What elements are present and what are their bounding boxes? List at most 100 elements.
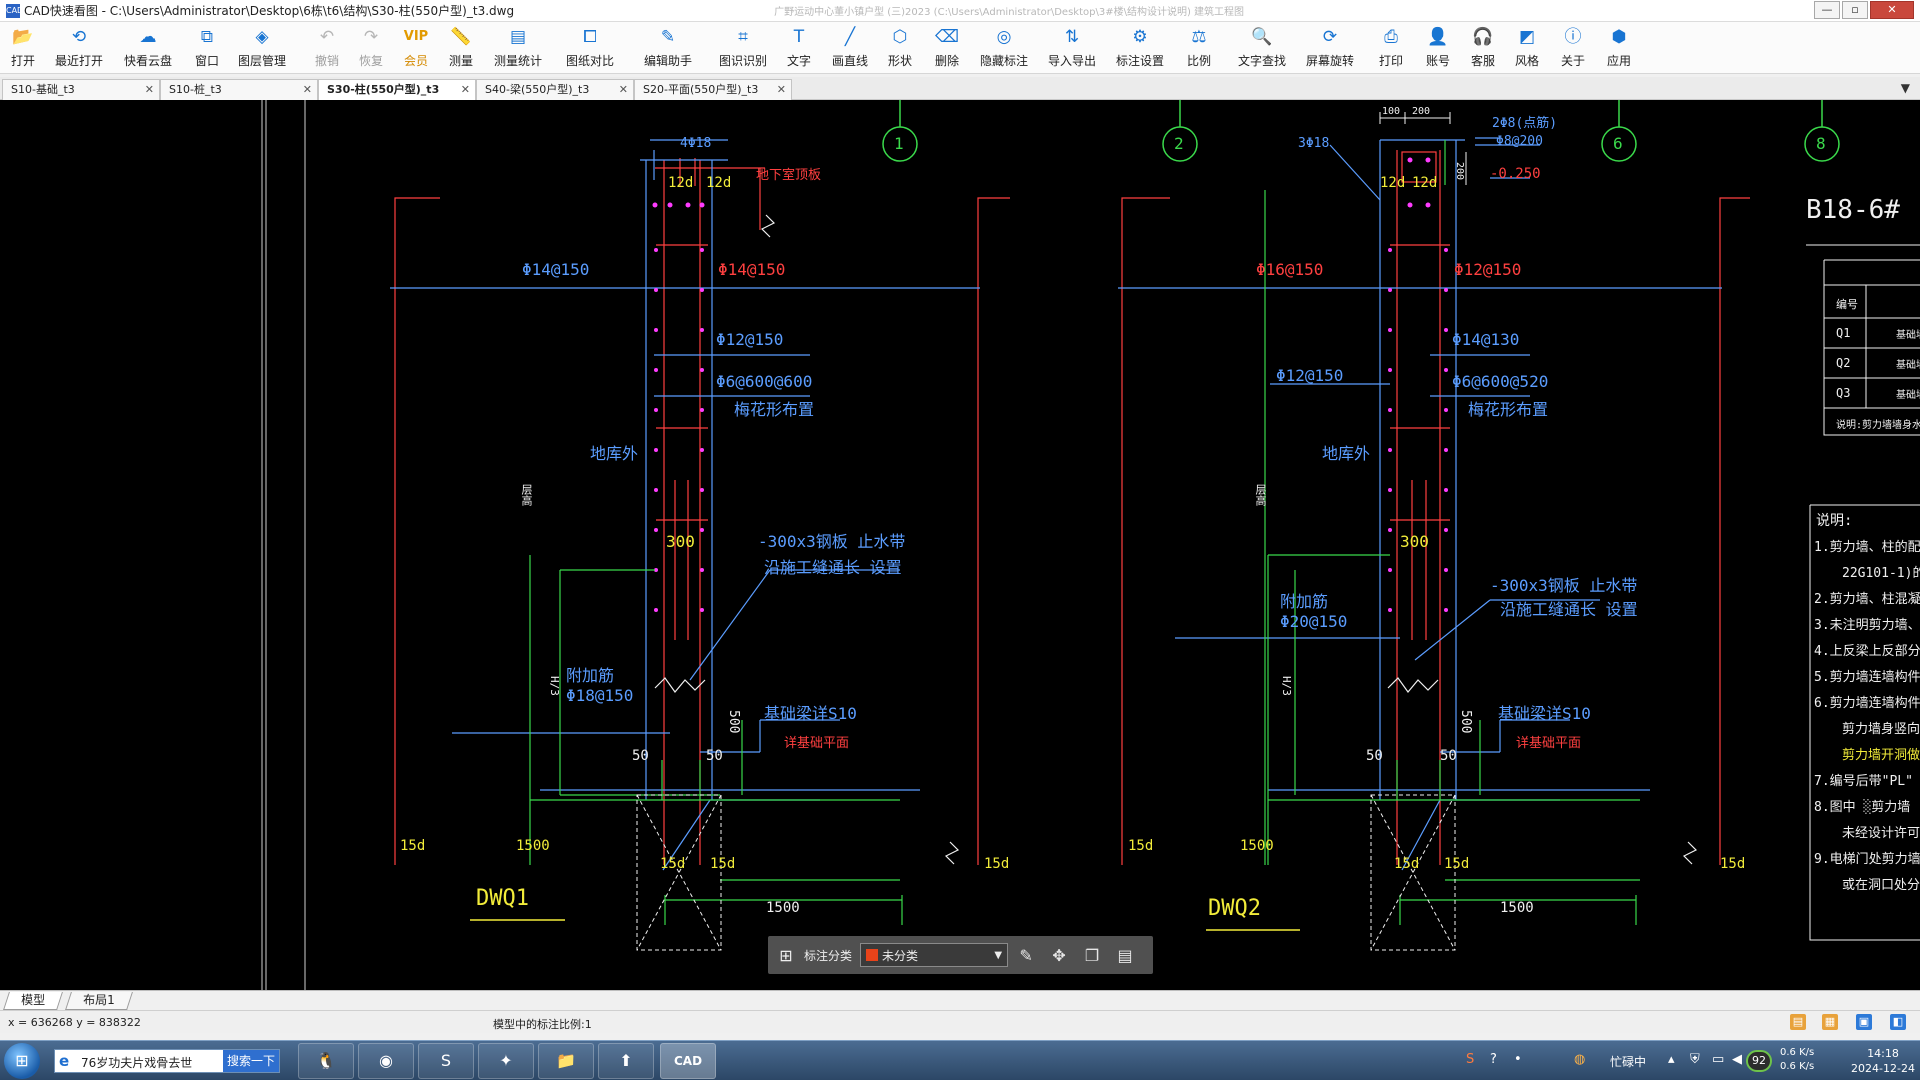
cad-app-icon[interactable]: CAD — [660, 1043, 716, 1079]
toolbar-label: 撤销 — [314, 54, 339, 68]
toolbar-label: 打印 — [1378, 54, 1403, 68]
toolbar-annotation-settings-button[interactable]: ⚙标注设置 — [1116, 26, 1164, 72]
document-tab[interactable]: S20-平面(550户型)_t3✕ — [634, 79, 792, 100]
toolbar-edit-assistant-button[interactable]: ✎编辑助手 — [644, 26, 692, 72]
toolbar-line-button[interactable]: ╱画直线 — [832, 26, 868, 72]
line-icon: ╱ — [844, 27, 856, 47]
dwq1-height-v: 层高 — [520, 484, 533, 506]
toolbar-window-button[interactable]: ⧉窗口 — [194, 26, 220, 72]
status-icon-c[interactable]: ▣ — [1856, 1014, 1872, 1030]
app-icon[interactable]: ✦ — [478, 1043, 534, 1079]
sheet-id: B18-6# — [1806, 195, 1900, 225]
toolbar-history-button[interactable]: ⟲最近打开 — [55, 26, 103, 72]
tray-expand-icon[interactable]: ▴ — [1668, 1052, 1675, 1067]
document-tab[interactable]: S10-桩_t3 ✕ — [160, 79, 318, 100]
toolbar-apps-button[interactable]: ⬢应用 — [1606, 26, 1632, 72]
dwq2-d50a: 50 — [1366, 748, 1383, 764]
status-tray-icon[interactable]: ◍ — [1574, 1052, 1586, 1067]
volume-icon[interactable]: ◀ — [1732, 1052, 1742, 1067]
search-query[interactable]: 76岁功夫片戏骨去世 — [81, 1056, 193, 1070]
toolbar-shape-button[interactable]: ⬡形状 — [887, 26, 913, 72]
toolbar-layers-button[interactable]: ◈图层管理 — [238, 26, 286, 72]
search-button[interactable]: 搜索一下 — [223, 1050, 279, 1072]
document-tab[interactable]: S30-柱(550户型)_t3✕ — [318, 79, 476, 100]
toolbar-scale-button[interactable]: ⚖比例 — [1186, 26, 1212, 72]
drawing-canvas[interactable]: 1 2 6 8 B18-6# 4Φ18 地下室顶板 12d 12d Φ14@15… — [0, 100, 1920, 990]
network-icon[interactable]: ▭ — [1712, 1052, 1725, 1067]
toolbar-rotate-screen-button[interactable]: ⟳屏幕旋转 — [1306, 26, 1354, 72]
toolbar-ruler-button[interactable]: 📏测量 — [448, 26, 474, 72]
tab-close-icon[interactable]: ✕ — [776, 83, 786, 96]
toolbar-undo-button[interactable]: ↶撤销 — [314, 26, 340, 72]
speed-up: 0.6 K/s — [1780, 1047, 1815, 1058]
toolbar-eraser-button[interactable]: ⌫删除 — [934, 26, 960, 72]
tray-dot-icon[interactable]: • — [1514, 1052, 1522, 1067]
status-icon-a[interactable]: ▤ — [1790, 1014, 1806, 1030]
toolbar-cloud-button[interactable]: ☁快看云盘 — [124, 26, 172, 72]
layout-tab[interactable]: 布局1 — [65, 992, 133, 1010]
file-explorer-icon[interactable]: 📁 — [538, 1043, 594, 1079]
toolbar-text-search-button[interactable]: 🔍文字查找 — [1238, 26, 1286, 72]
close-button[interactable]: ✕ — [1870, 1, 1914, 19]
netease-music-icon[interactable]: ◉ — [358, 1043, 414, 1079]
document-tab[interactable]: S10-基础_t3✕ — [2, 79, 160, 100]
dwq1-d1500-b: 1500 — [766, 900, 800, 916]
restore-button[interactable]: ▫ — [1842, 1, 1868, 19]
clock[interactable]: 14:18 2024-12-24 — [1848, 1046, 1918, 1076]
toolbar-measure-stats-button[interactable]: ▤测量统计 — [494, 26, 542, 72]
dwq2-name: DWQ2 — [1208, 896, 1261, 921]
taskbar-search[interactable]: e 76岁功夫片戏骨去世 搜索一下 — [54, 1049, 280, 1073]
tab-close-icon[interactable]: ✕ — [302, 83, 312, 96]
upload-app-icon[interactable]: ⬆ — [598, 1043, 654, 1079]
toolbar-folder-open-button[interactable]: 📂打开 — [10, 26, 36, 72]
annotation-scale-status: 模型中的标注比例:1 — [493, 1018, 592, 1031]
move-icon[interactable]: ✥ — [1052, 945, 1066, 965]
toolbar-label: 比例 — [1186, 54, 1211, 68]
toolbar-style-button[interactable]: ◩风格 — [1514, 26, 1540, 72]
dwq1-tie: Φ6@600@600 — [716, 372, 813, 391]
tab-close-icon[interactable]: ✕ — [460, 83, 470, 96]
paste-icon[interactable]: ▤ — [1117, 945, 1133, 965]
document-tab[interactable]: S40-梁(550户型)_t3✕ — [476, 79, 634, 100]
toolbar-redo-button[interactable]: ↷恢复 — [358, 26, 384, 72]
dwq1-hv: H/3 — [548, 676, 561, 696]
grid-menu-icon[interactable]: ⊞ — [779, 945, 793, 965]
start-button[interactable]: ⊞ — [4, 1043, 40, 1079]
copy-icon[interactable]: ❐ — [1084, 945, 1100, 965]
layout-tab[interactable]: 模型 — [3, 992, 63, 1010]
shield-icon[interactable]: ⛨ — [1690, 1052, 1700, 1067]
toolbar-print-button[interactable]: ⎙打印 — [1378, 26, 1404, 72]
dwq1-d15-a: 15d — [400, 838, 426, 854]
tab-label: S10-桩_t3 — [169, 83, 222, 96]
toolbar-recognize-button[interactable]: ⌗图识识别 — [719, 26, 767, 72]
dwq2-h500: 500 — [1458, 710, 1473, 734]
toolbar-headset-button[interactable]: 🎧客服 — [1470, 26, 1496, 72]
toolbar-account-button[interactable]: 👤账号 — [1425, 26, 1451, 72]
sogou-app-icon[interactable]: S — [418, 1043, 474, 1079]
toolbar-hide-annotation-button[interactable]: ◎隐藏标注 — [980, 26, 1028, 72]
note-item: 2.剪力墙、柱混凝土 — [1814, 592, 1920, 607]
eraser-icon: ⌫ — [934, 27, 960, 47]
edit-annotation-icon[interactable]: ✎ — [1019, 945, 1033, 965]
qq-icon[interactable]: 🐧 — [298, 1043, 354, 1079]
hide-annotation-icon: ◎ — [996, 27, 1012, 47]
category-select[interactable]: 未分类 ▼ — [860, 943, 1009, 967]
toolbar-label: 图识识别 — [719, 54, 768, 68]
help-tray-icon[interactable]: ? — [1490, 1052, 1497, 1067]
minimize-button[interactable]: — — [1814, 1, 1840, 19]
sogou-tray-icon[interactable]: S — [1466, 1052, 1475, 1067]
note-item: 5.剪力墙连墙构件在 — [1814, 670, 1920, 685]
status-icon-d[interactable]: ◧ — [1890, 1014, 1906, 1030]
dwq2-vert-left: Φ12@150 — [1276, 366, 1344, 385]
tab-close-icon[interactable]: ✕ — [618, 83, 628, 96]
toolbar-compare-button[interactable]: ⧠图纸对比 — [566, 26, 614, 72]
status-icon-b[interactable]: ▦ — [1822, 1014, 1838, 1030]
cpu-badge[interactable]: 92 — [1746, 1050, 1772, 1072]
tab-close-icon[interactable]: ✕ — [144, 83, 154, 96]
tab-list-menu-icon[interactable]: ▼ — [1900, 81, 1910, 95]
toolbar-import-export-button[interactable]: ⇅导入导出 — [1048, 26, 1096, 72]
